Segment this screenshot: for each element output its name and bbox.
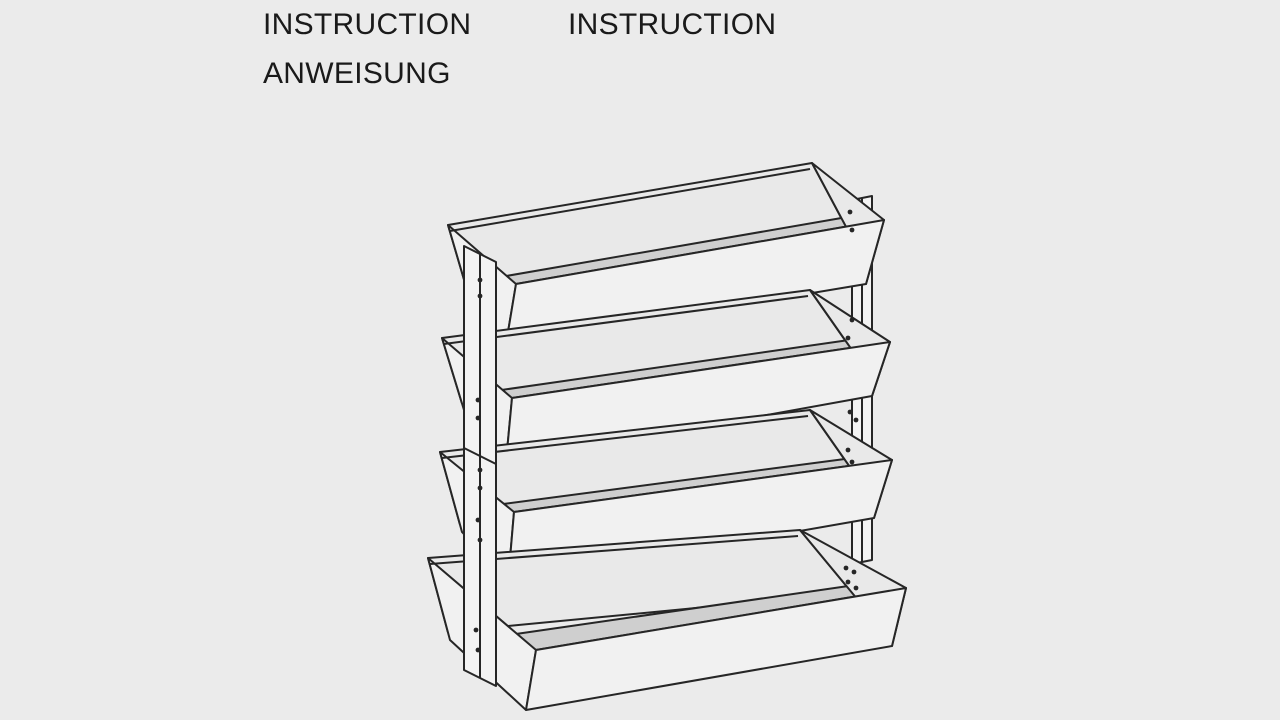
- trough-1-front-panel: [505, 219, 885, 345]
- screw-hole: [845, 579, 851, 585]
- trough-2-rim-line: [443, 295, 809, 345]
- screw-hole: [475, 415, 481, 421]
- screw-hole: [475, 517, 481, 523]
- screw-hole: [477, 277, 483, 283]
- anweisung-title: ANWEISUNG: [263, 57, 451, 90]
- screw-hole: [843, 565, 849, 571]
- instruction-title-left: INSTRUCTION: [263, 8, 472, 41]
- screw-hole: [477, 467, 483, 473]
- post-joint-line: [463, 447, 497, 465]
- screw-hole: [473, 627, 479, 633]
- screw-hole: [845, 335, 851, 341]
- screw-hole: [851, 569, 857, 575]
- trough-3-rim-line: [441, 415, 809, 459]
- screw-hole: [475, 647, 481, 653]
- instruction-title-right: INSTRUCTION: [568, 8, 777, 41]
- screw-hole: [845, 447, 851, 453]
- trough-4-front-panel: [525, 587, 907, 711]
- screw-hole: [849, 459, 855, 465]
- screw-hole: [853, 417, 859, 423]
- screw-hole: [477, 485, 483, 491]
- planter-troughs: [427, 162, 907, 711]
- trough-2-front-panel: [505, 341, 891, 463]
- trough-1-rim-line: [449, 168, 811, 232]
- screw-hole: [477, 293, 483, 299]
- screw-hole: [853, 585, 859, 591]
- screw-hole: [847, 409, 853, 415]
- screw-hole: [849, 227, 855, 233]
- screw-hole: [849, 317, 855, 323]
- screw-hole: [477, 537, 483, 543]
- screw-hole: [475, 397, 481, 403]
- screw-hole: [847, 209, 853, 215]
- screw-holes: [473, 209, 859, 653]
